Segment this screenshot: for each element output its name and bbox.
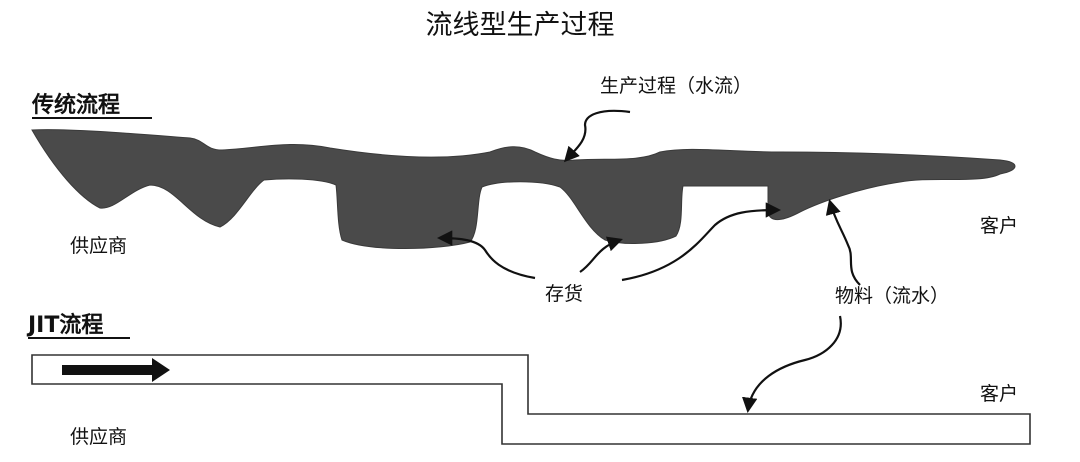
inventory-label: 存货: [545, 283, 583, 305]
traditional-customer-label: 客户: [980, 215, 1018, 237]
traditional-supplier-label: 供应商: [70, 235, 127, 257]
material-arrow-down: [742, 315, 842, 414]
jit-heading: JIT流程: [26, 312, 130, 339]
jit-customer-label: 客户: [980, 383, 1018, 405]
jit-pipe: [31, 354, 1031, 445]
jit-heading-text: JIT流程: [26, 312, 103, 338]
traditional-heading: 传统流程: [31, 92, 152, 119]
traditional-flow-shape: [31, 129, 1016, 249]
process-label: 生产过程（水流）: [600, 75, 752, 97]
material-arrow-up: [825, 199, 861, 286]
traditional-heading-text: 传统流程: [31, 92, 120, 118]
jit-supplier-label: 供应商: [70, 426, 127, 448]
material-label: 物料（流水）: [835, 285, 949, 307]
inventory-arrow-middle: [579, 236, 623, 273]
process-callout-arrow: [563, 109, 631, 163]
diagram-title: 流线型生产过程: [426, 10, 615, 41]
inventory-arrow-right: [621, 202, 782, 282]
jit-direction-arrow-icon: [62, 358, 170, 382]
inventory-arrow-left: [436, 230, 536, 280]
